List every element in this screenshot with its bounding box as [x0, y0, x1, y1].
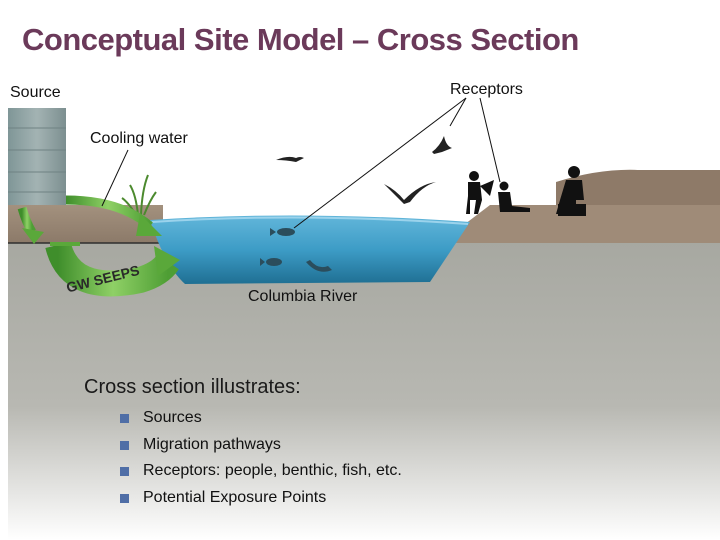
list-item: Receptors: people, benthic, fish, etc.	[120, 458, 402, 485]
source-building	[8, 108, 66, 205]
list-item: Potential Exposure Points	[120, 485, 402, 512]
bullet-square-icon	[120, 493, 129, 503]
fish-icon	[260, 258, 282, 266]
list-item-text: Sources	[143, 409, 202, 426]
bullet-list: Sources Migration pathways Receptors: pe…	[120, 405, 402, 511]
bird-icon	[432, 136, 452, 154]
right-bank	[440, 205, 720, 243]
list-item: Migration pathways	[120, 432, 402, 459]
cooling-water-label: Cooling water	[90, 130, 188, 147]
source-label: Source	[10, 84, 61, 101]
bullet-square-icon	[120, 414, 129, 423]
bullet-square-icon	[120, 467, 129, 476]
slide-title: Conceptual Site Model – Cross Section	[22, 22, 579, 57]
bullets-heading: Cross section illustrates:	[84, 376, 301, 398]
receptors-label: Receptors	[450, 81, 523, 98]
person-icon	[466, 171, 494, 214]
list-item-text: Potential Exposure Points	[143, 488, 327, 506]
bird-icon	[384, 182, 436, 204]
fish-icon	[270, 228, 295, 236]
bullet-square-icon	[120, 440, 129, 450]
river-label: Columbia River	[248, 288, 358, 305]
person-icon	[556, 166, 586, 216]
right-hill	[556, 169, 720, 205]
fish-icon	[306, 260, 332, 272]
list-item: Sources	[120, 405, 402, 432]
river-water	[150, 215, 470, 284]
person-icon	[498, 181, 530, 212]
list-item-text: Migration pathways	[143, 435, 281, 453]
bird-icon	[276, 156, 304, 162]
list-item-text: Receptors: people, benthic, fish, etc.	[143, 462, 402, 479]
